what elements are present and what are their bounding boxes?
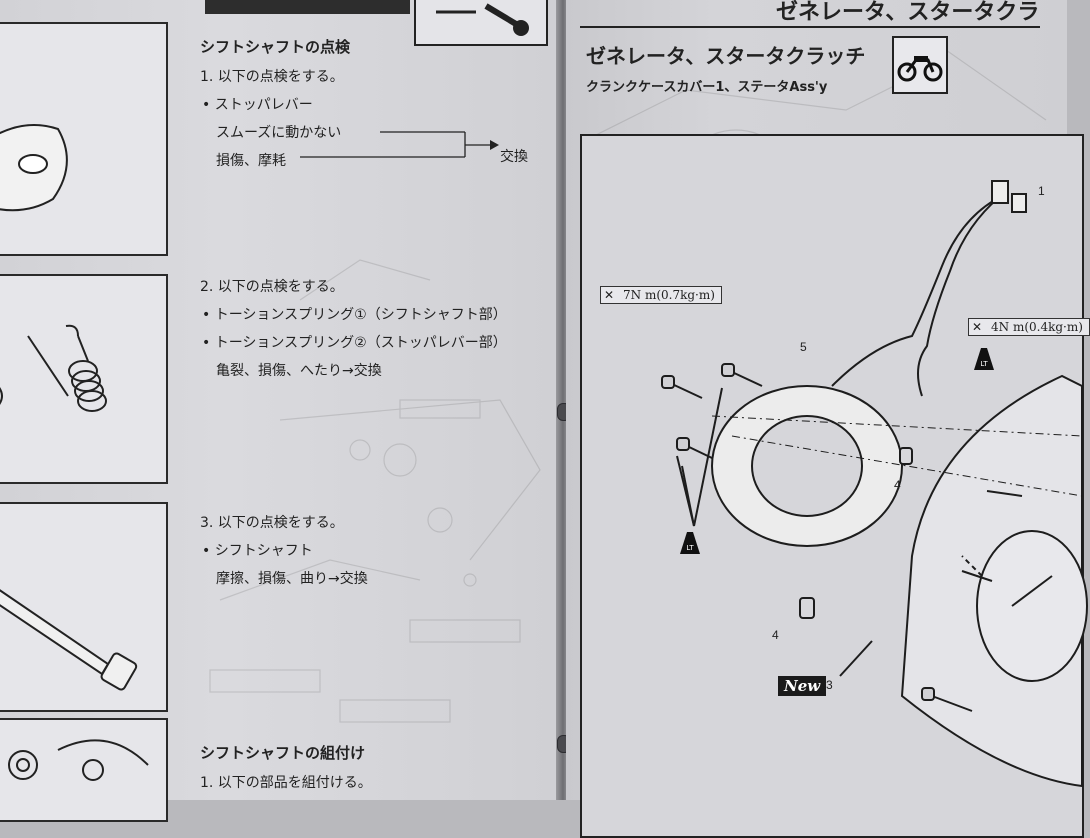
assembly-step-1-text: 1. 以下の部品を組付ける。 bbox=[200, 775, 372, 791]
torque-spec-7nm: ✕ 7N m(0.7kg·m) bbox=[600, 286, 722, 304]
left-page: シフトシャフトの点検 1. 以下の点検をする。 • ストッパレバー スムーズに動… bbox=[0, 0, 560, 822]
torque-spec-4nm: ✕ 4N m(0.4kg·m) bbox=[968, 318, 1090, 336]
shift-shaft-illustration bbox=[0, 502, 168, 712]
bracket-arrow bbox=[300, 131, 499, 158]
assembly-drawing bbox=[8, 739, 149, 781]
step-3-text: 3. 以下の点検をする。 bbox=[200, 515, 344, 531]
right-page: ゼネレータ、スタータクラ ゼネレータ、スタータクラッチ クランクケースカバー1、… bbox=[566, 0, 1090, 838]
callout-1: 1 bbox=[1038, 184, 1045, 198]
callout-5: 5 bbox=[800, 340, 807, 354]
header-fragment: ゼネレータ、スタータクラ bbox=[776, 0, 1040, 25]
torsion-spring-drawing bbox=[0, 324, 107, 412]
friction-bend-note: 摩擦、損傷、曲り→交換 bbox=[216, 571, 368, 587]
callout-4a: 4 bbox=[894, 478, 901, 492]
loctite-icon: LT bbox=[680, 532, 700, 554]
shift-shaft-assembly-heading: シフトシャフトの組付け bbox=[200, 744, 366, 762]
crack-damage-note: 亀裂、損傷、へたり→交換 bbox=[216, 363, 382, 379]
torque-value-4nm: 4N m(0.4kg·m) bbox=[991, 320, 1083, 334]
torque-value-7nm: 7N m(0.7kg·m) bbox=[623, 288, 715, 302]
not-smooth-text: スムーズに動かない bbox=[216, 125, 342, 141]
stator-exploded-view bbox=[661, 180, 1088, 788]
loctite-icon: LT bbox=[974, 348, 994, 370]
shift-shaft-drawing bbox=[0, 589, 138, 691]
section-header-tab bbox=[205, 0, 410, 14]
motorcycle-icon bbox=[897, 56, 943, 82]
header-rule bbox=[580, 26, 1040, 28]
assembly-illustration bbox=[0, 718, 168, 822]
shift-shaft-icon bbox=[436, 3, 529, 36]
stopper-lever-bullet: • ストッパレバー bbox=[202, 97, 313, 113]
stopper-lever-drawing bbox=[0, 124, 68, 212]
torsion-spring-2-bullet: • トーションスプリング②（ストッパレバー部） bbox=[202, 335, 507, 351]
stopper-lever-illustration bbox=[0, 22, 168, 256]
section-subtitle: クランクケースカバー1、ステータAss'y bbox=[586, 80, 828, 95]
section-title: ゼネレータ、スタータクラッチ bbox=[586, 44, 866, 68]
loctite-label: LT bbox=[686, 544, 694, 552]
callout-4b: 4 bbox=[772, 628, 779, 642]
torsion-spring-1-bullet: • トーションスプリング①（シフトシャフト部） bbox=[202, 307, 507, 323]
callout-3: 3 bbox=[826, 678, 833, 692]
header-icon-box bbox=[414, 0, 548, 46]
step-2-text: 2. 以下の点検をする。 bbox=[200, 279, 344, 295]
step-1-text: 1. 以下の点検をする。 bbox=[200, 69, 344, 85]
loctite-label: LT bbox=[980, 360, 988, 368]
wrench-icon: ✕ bbox=[604, 288, 615, 302]
replace-text: 交換 bbox=[500, 149, 528, 165]
new-part-badge: New bbox=[778, 676, 827, 696]
shift-shaft-bullet: • シフトシャフト bbox=[202, 543, 313, 559]
damage-wear-text: 損傷、摩耗 bbox=[216, 153, 286, 169]
wrench-icon: ✕ bbox=[972, 320, 983, 334]
torsion-spring-illustration bbox=[0, 274, 168, 484]
exploded-diagram-frame: ✕ 7N m(0.7kg·m) ✕ 4N m(0.4kg·m) LT LT Ne… bbox=[580, 134, 1090, 838]
bleed-through-diagram bbox=[209, 259, 541, 723]
motorcycle-icon-box bbox=[892, 36, 948, 94]
shift-shaft-inspection-heading: シフトシャフトの点検 bbox=[200, 38, 351, 56]
